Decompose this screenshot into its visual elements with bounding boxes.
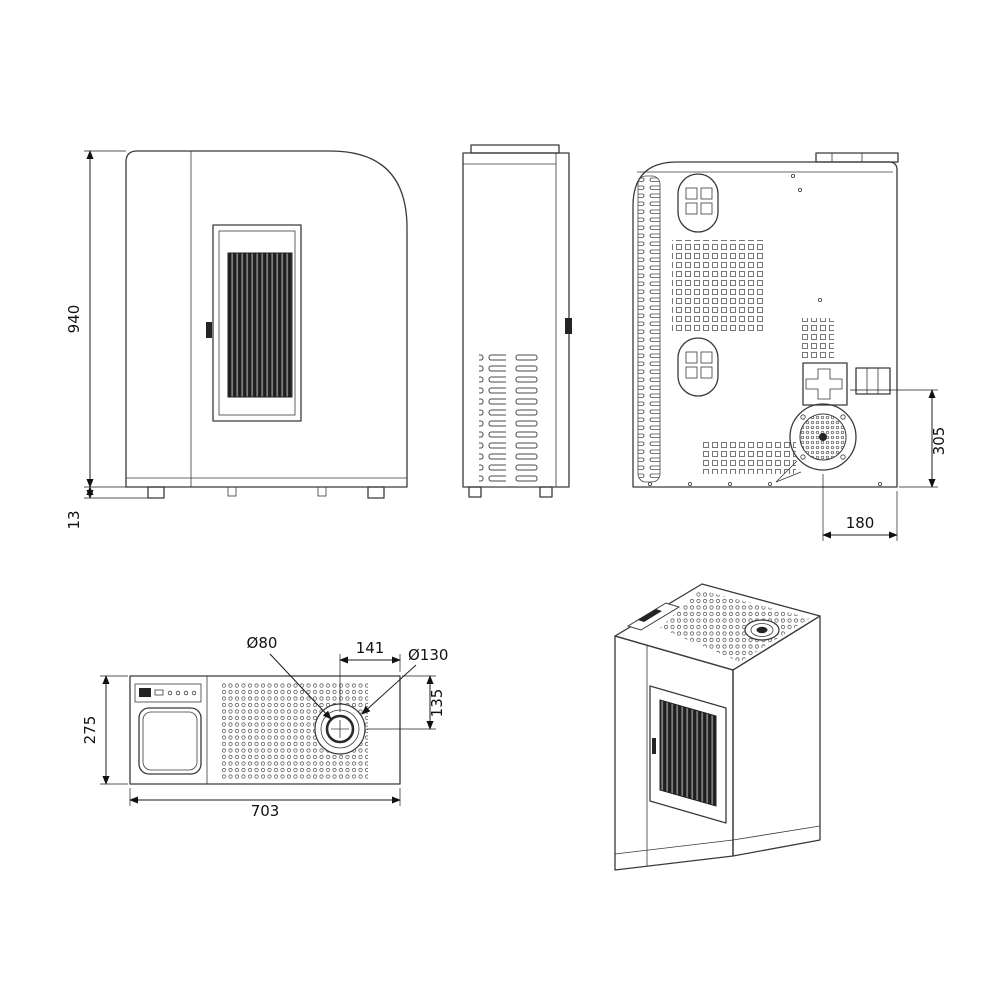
back-perforation-grid-right (800, 318, 834, 358)
front-body-outline (125, 150, 408, 488)
persp-flue-collar (744, 619, 780, 641)
front-foot-right (367, 486, 385, 499)
back-cross-panel (802, 362, 848, 406)
back-view: 305 180 (632, 152, 948, 541)
front-door-window (227, 252, 293, 398)
perspective-view (614, 583, 821, 871)
side-foot-left (468, 486, 482, 498)
dim-top-flue-offset-x: 141 (339, 639, 401, 712)
dim-back-outlet-height: 305 (850, 389, 948, 488)
back-hanging-bracket (815, 152, 899, 163)
side-top-cap (470, 144, 560, 154)
side-louver-column-left (479, 352, 506, 487)
persp-top-perforation (660, 590, 810, 662)
back-obround-lower (677, 337, 719, 397)
back-perforation-grid-main (672, 240, 764, 332)
top-body-outline (129, 675, 401, 785)
dim-front-foot-height-label: 13 (65, 510, 83, 529)
front-adjuster-right (317, 486, 327, 497)
dim-back-outlet-offset-label: 180 (846, 514, 875, 532)
persp-control-panel (626, 602, 681, 631)
persp-door-frame (649, 685, 727, 824)
top-hopper-lid (138, 707, 202, 775)
dim-back-outlet-offset: 180 (822, 474, 898, 541)
persp-base-seam-side (732, 825, 821, 841)
back-fan-blower (775, 403, 857, 483)
side-louver-column-right (513, 352, 540, 487)
persp-base-seam-front (614, 839, 734, 855)
dim-top-collar-diameter-label: Ø130 (408, 646, 448, 664)
side-latch (565, 318, 572, 334)
front-view: 940 13 (65, 150, 408, 530)
dim-top-flue-offset-y: 135 (367, 675, 446, 730)
dim-top-width: 703 (129, 788, 401, 820)
dim-top-flue-offset-y-label: 135 (428, 689, 446, 718)
front-door-inner-frame (218, 230, 296, 416)
dim-top-depth: 275 (81, 675, 128, 785)
side-view (462, 144, 572, 498)
persp-door-window (659, 699, 717, 807)
back-screws (648, 173, 883, 486)
dim-top-depth-label: 275 (81, 716, 99, 745)
dim-back-outlet-height-label: 305 (930, 427, 948, 456)
dim-top-flue-offset-x-label: 141 (356, 639, 385, 657)
persp-door-handle (652, 738, 656, 754)
dim-top-width-label: 703 (251, 802, 280, 820)
persp-side-face (732, 615, 821, 857)
dim-front-height-label: 940 (65, 305, 83, 334)
side-foot-right (539, 486, 553, 498)
front-door-frame (212, 224, 302, 422)
top-hopper-lid-inner (142, 711, 198, 771)
back-obround-upper (677, 173, 719, 233)
dim-top-collar-diameter: Ø130 (361, 646, 448, 715)
dim-front-foot-height: 13 (65, 486, 148, 530)
front-foot-left (147, 486, 165, 499)
front-door-handle (206, 322, 212, 338)
dim-front-height: 940 (65, 150, 126, 488)
back-left-vent (637, 175, 661, 483)
dim-top-flue-diameter-label: Ø80 (247, 634, 278, 652)
top-control-panel (134, 683, 202, 703)
front-adjuster-left (227, 486, 237, 497)
top-view: Ø80 141 Ø130 135 275 (81, 634, 448, 820)
back-perforation-grid-bottom (700, 440, 796, 474)
dim-top-flue-diameter: Ø80 (247, 634, 332, 720)
